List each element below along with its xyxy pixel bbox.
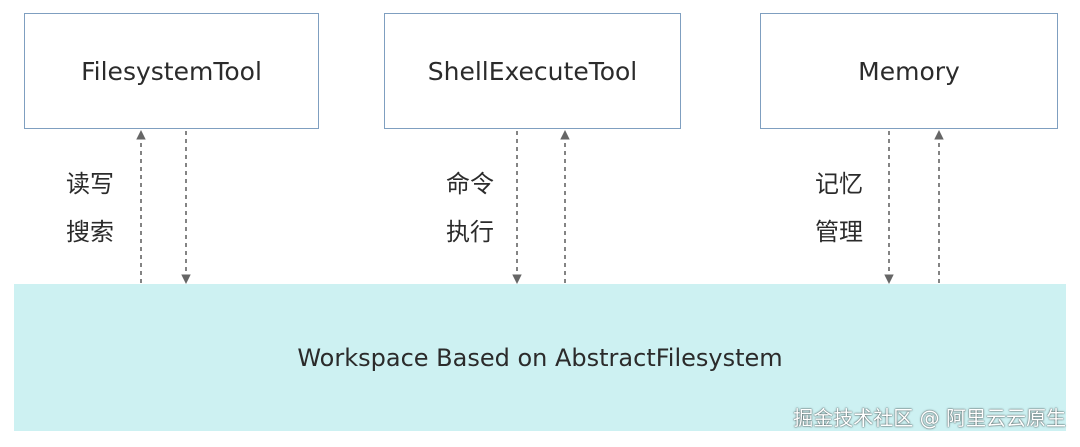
shell-execute-tool-box: ShellExecuteTool: [384, 13, 681, 129]
filesystem-edge-label: 读写 搜索: [66, 160, 136, 256]
workspace-label: Workspace Based on AbstractFilesystem: [297, 343, 783, 372]
memory-edge-label-line1: 记忆: [815, 170, 863, 198]
watermark: 掘金技术社区 @ 阿里云云原生: [793, 406, 1066, 430]
memory-edge-label: 记忆 管理: [815, 160, 885, 256]
shell-execute-tool-label: ShellExecuteTool: [427, 56, 638, 86]
memory-edge-label-line2: 管理: [815, 218, 863, 246]
memory-box: Memory: [760, 13, 1058, 129]
filesystem-tool-label: FilesystemTool: [81, 56, 262, 86]
filesystem-edge-label-line2: 搜索: [66, 218, 114, 246]
workspace-box: Workspace Based on AbstractFilesystem: [14, 284, 1066, 431]
filesystem-tool-box: FilesystemTool: [24, 13, 319, 129]
shell-edge-label-line1: 命令: [446, 170, 494, 198]
shell-edge-label: 命令 执行: [446, 160, 516, 256]
filesystem-edge-label-line1: 读写: [66, 170, 114, 198]
shell-edge-label-line2: 执行: [446, 218, 494, 246]
memory-label: Memory: [858, 56, 960, 86]
